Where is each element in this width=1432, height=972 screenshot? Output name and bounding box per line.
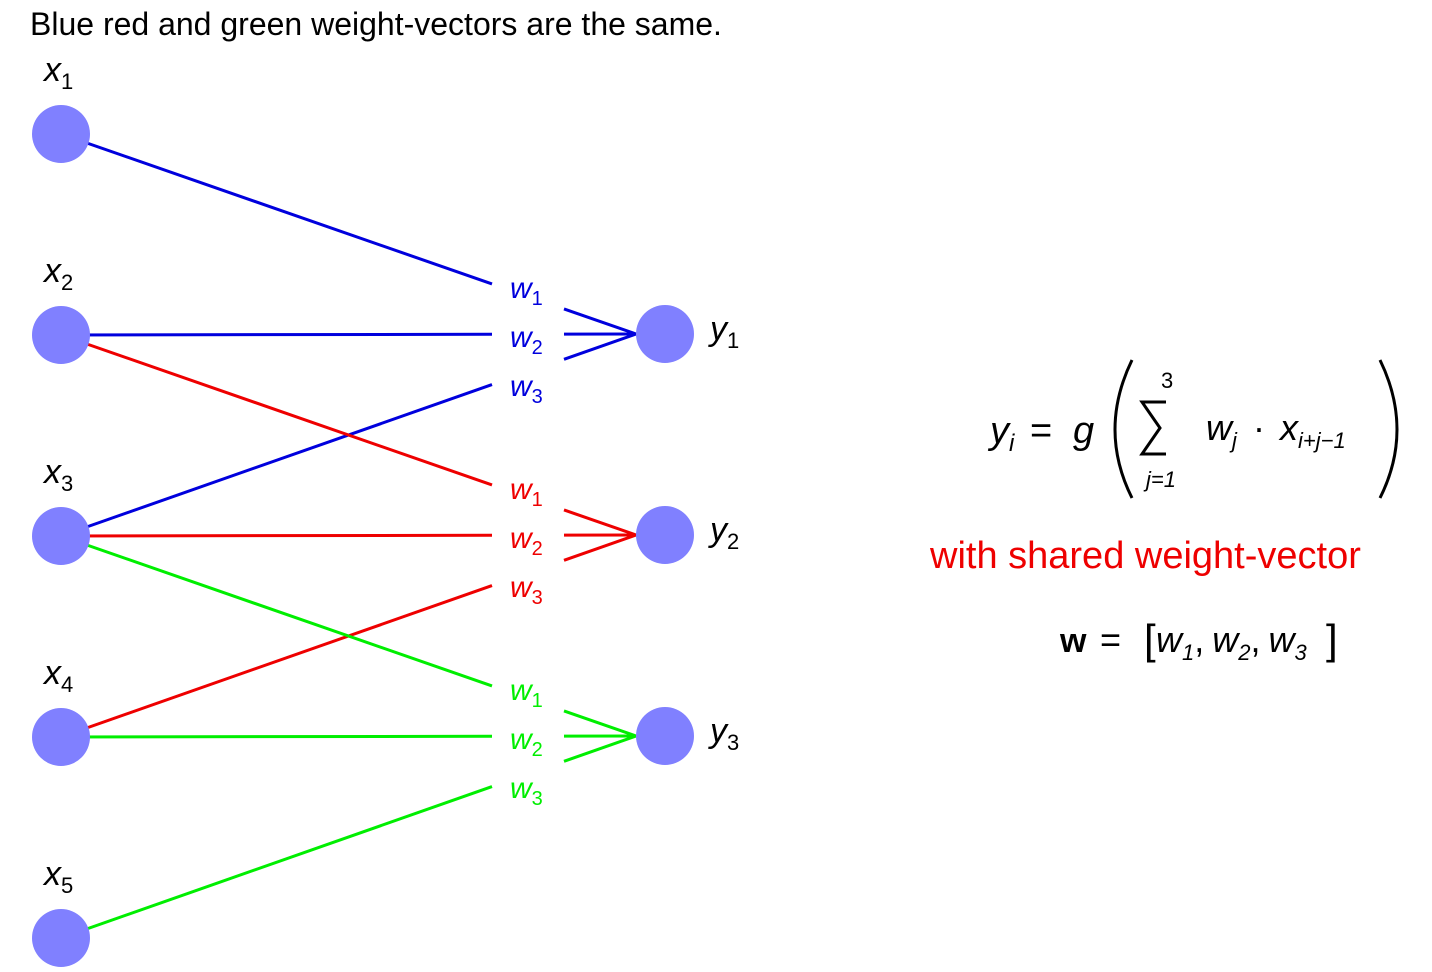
edge-x3-to-y3-in	[60, 534, 493, 688]
output-label-y2: y2	[708, 511, 739, 554]
labels-layer: w1 w2 w3 w1 w2 w3 w1 w2 w3 x1 x2 x3 x4 x5 y1 y2 y3	[42, 51, 739, 898]
edge-x5-to-y3-in	[60, 785, 493, 940]
weight-label-y1-w1: w1	[510, 272, 543, 310]
formula-dot: ·	[1253, 407, 1265, 448]
edges-layer	[60, 132, 637, 940]
output-node-y1	[636, 305, 694, 363]
summation-icon	[1139, 400, 1166, 456]
edge-x2-to-y2-out	[563, 508, 637, 537]
formula-term-w-sub: j	[1229, 428, 1238, 453]
formula-equals: =	[1030, 410, 1052, 452]
weight-vector-open-bracket: [	[1144, 616, 1156, 663]
output-node-y2	[636, 506, 694, 564]
formula-open-paren	[1113, 359, 1134, 499]
weight-vector-entry-2: w	[1212, 619, 1240, 660]
formula-sum-lower: j=1	[1143, 467, 1176, 492]
output-label-y1: y1	[708, 310, 739, 353]
input-label-x5: x5	[42, 855, 73, 898]
weight-label-y3-w2: w2	[510, 723, 543, 761]
edge-x3-to-y3-out	[563, 709, 637, 738]
weight-vector-entry-1: w	[1156, 619, 1184, 660]
formula-func: g	[1073, 410, 1094, 452]
weight-label-y2-w1: w1	[510, 473, 543, 511]
weight-label-y2-w3: w3	[510, 571, 543, 609]
edge-x1-to-y1-out	[563, 307, 637, 336]
weight-vector-entries: w1,w2,w3	[1156, 619, 1308, 665]
edge-x2-to-y2-in	[60, 333, 493, 487]
formula-lhs-base: y	[987, 410, 1011, 452]
slide-title: Blue red and green weight-vectors are th…	[30, 6, 722, 42]
weight-vector-symbol: w	[1059, 622, 1087, 660]
output-label-y3: y3	[708, 712, 739, 755]
weight-vector-definition: w = [ w1,w2,w3 ]	[1059, 616, 1338, 665]
edge-x4-to-y3-in	[60, 734, 493, 739]
edge-x4-to-y2-in	[60, 584, 493, 739]
edge-x5-to-y3-out	[563, 734, 637, 763]
formula-term-x-sub: i+j−1	[1298, 428, 1346, 453]
nodes-layer	[32, 105, 694, 967]
input-node-x4	[32, 708, 90, 766]
formula-close-paren	[1378, 359, 1399, 499]
formula-term-x: xi+j−1	[1278, 407, 1346, 453]
weight-label-y1-w2: w2	[510, 321, 543, 359]
edge-x4-to-y2-out	[563, 533, 637, 562]
formula-term-x-base: x	[1278, 407, 1300, 448]
formula-term-w-base: w	[1206, 407, 1234, 448]
input-label-x1: x1	[42, 51, 73, 94]
input-node-x2	[32, 306, 90, 364]
edge-x1-to-y1-in	[60, 132, 493, 286]
weight-vector-equals: =	[1100, 619, 1121, 660]
input-node-x5	[32, 909, 90, 967]
edge-x3-to-y1-in	[60, 383, 493, 538]
formula-sum-upper: 3	[1161, 368, 1173, 393]
output-node-y3	[636, 707, 694, 765]
edge-x2-to-y1-in	[60, 332, 493, 337]
edge-x3-to-y2-in	[60, 533, 493, 538]
input-node-x1	[32, 105, 90, 163]
weight-label-y1-w3: w3	[510, 370, 543, 408]
input-label-x3: x3	[42, 453, 73, 496]
shared-weight-note: with shared weight-vector	[929, 535, 1361, 577]
weight-vector-entry-3: w	[1269, 619, 1297, 660]
weight-label-y3-w3: w3	[510, 772, 543, 810]
edge-x3-to-y1-out	[563, 332, 637, 361]
input-label-x2: x2	[42, 252, 73, 295]
formula: yi = g 3 j=1 wj · xi+j−1	[987, 359, 1399, 499]
input-node-x3	[32, 507, 90, 565]
weight-vector-close-bracket: ]	[1326, 616, 1338, 663]
formula-lhs: yi	[987, 410, 1015, 457]
weight-label-y2-w2: w2	[510, 522, 543, 560]
formula-lhs-sub: i	[1009, 430, 1015, 457]
input-label-x4: x4	[42, 654, 73, 697]
formula-term-w: wj	[1206, 407, 1238, 453]
weight-label-y3-w1: w1	[510, 674, 543, 712]
